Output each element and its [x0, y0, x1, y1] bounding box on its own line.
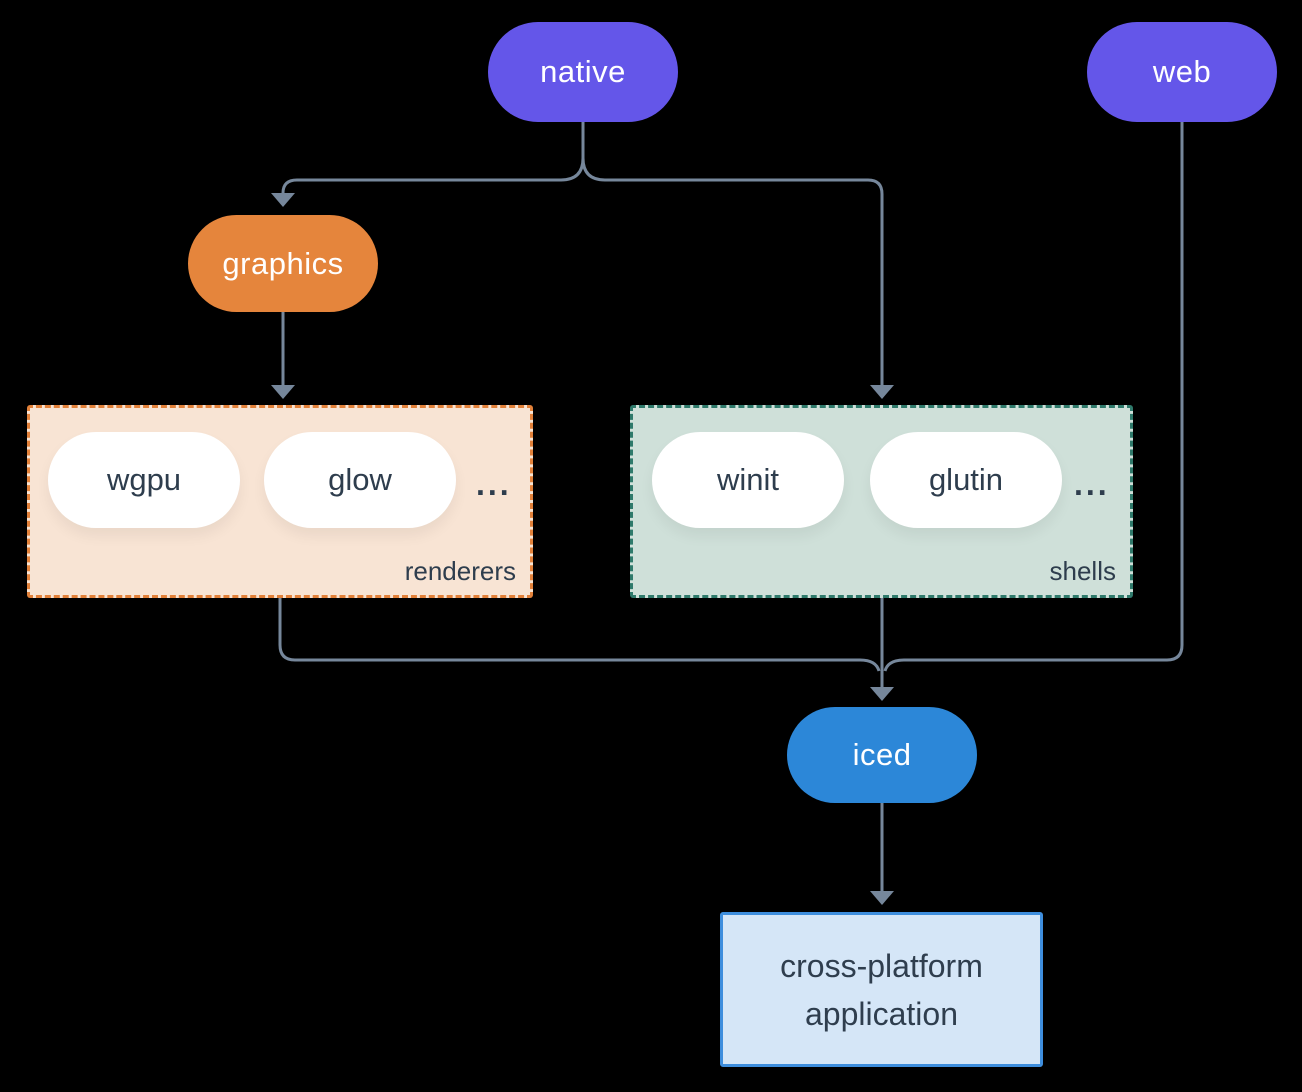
node-web: web	[1087, 22, 1277, 122]
node-iced: iced	[787, 707, 977, 803]
node-wgpu: wgpu	[48, 432, 240, 528]
shells-ellipsis: ...	[1074, 466, 1110, 502]
node-graphics: graphics	[188, 215, 378, 312]
group-renderers-label: renderers	[404, 556, 516, 586]
node-glutin: glutin	[870, 432, 1062, 528]
arrowhead-into-renderers	[271, 385, 295, 399]
group-shells-label: shells	[1049, 556, 1116, 586]
node-glow: glow	[264, 432, 456, 528]
edge-native-to-graphics	[281, 122, 585, 194]
node-cross-platform-application: cross-platform application	[720, 912, 1043, 1067]
node-native: native	[488, 22, 678, 122]
renderers-ellipsis: ...	[476, 466, 512, 502]
arrowhead-into-graphics	[271, 193, 295, 207]
edge-web-to-merge	[883, 122, 1184, 672]
node-winit: winit	[652, 432, 844, 528]
cross-platform-application-label: cross-platform application	[780, 947, 983, 1032]
arrowhead-into-shells	[870, 385, 894, 399]
arrowhead-into-iced	[870, 687, 894, 701]
edge-native-to-shells	[581, 122, 884, 385]
arrowhead-into-app	[870, 891, 894, 905]
edge-renderers-to-merge	[278, 598, 881, 672]
